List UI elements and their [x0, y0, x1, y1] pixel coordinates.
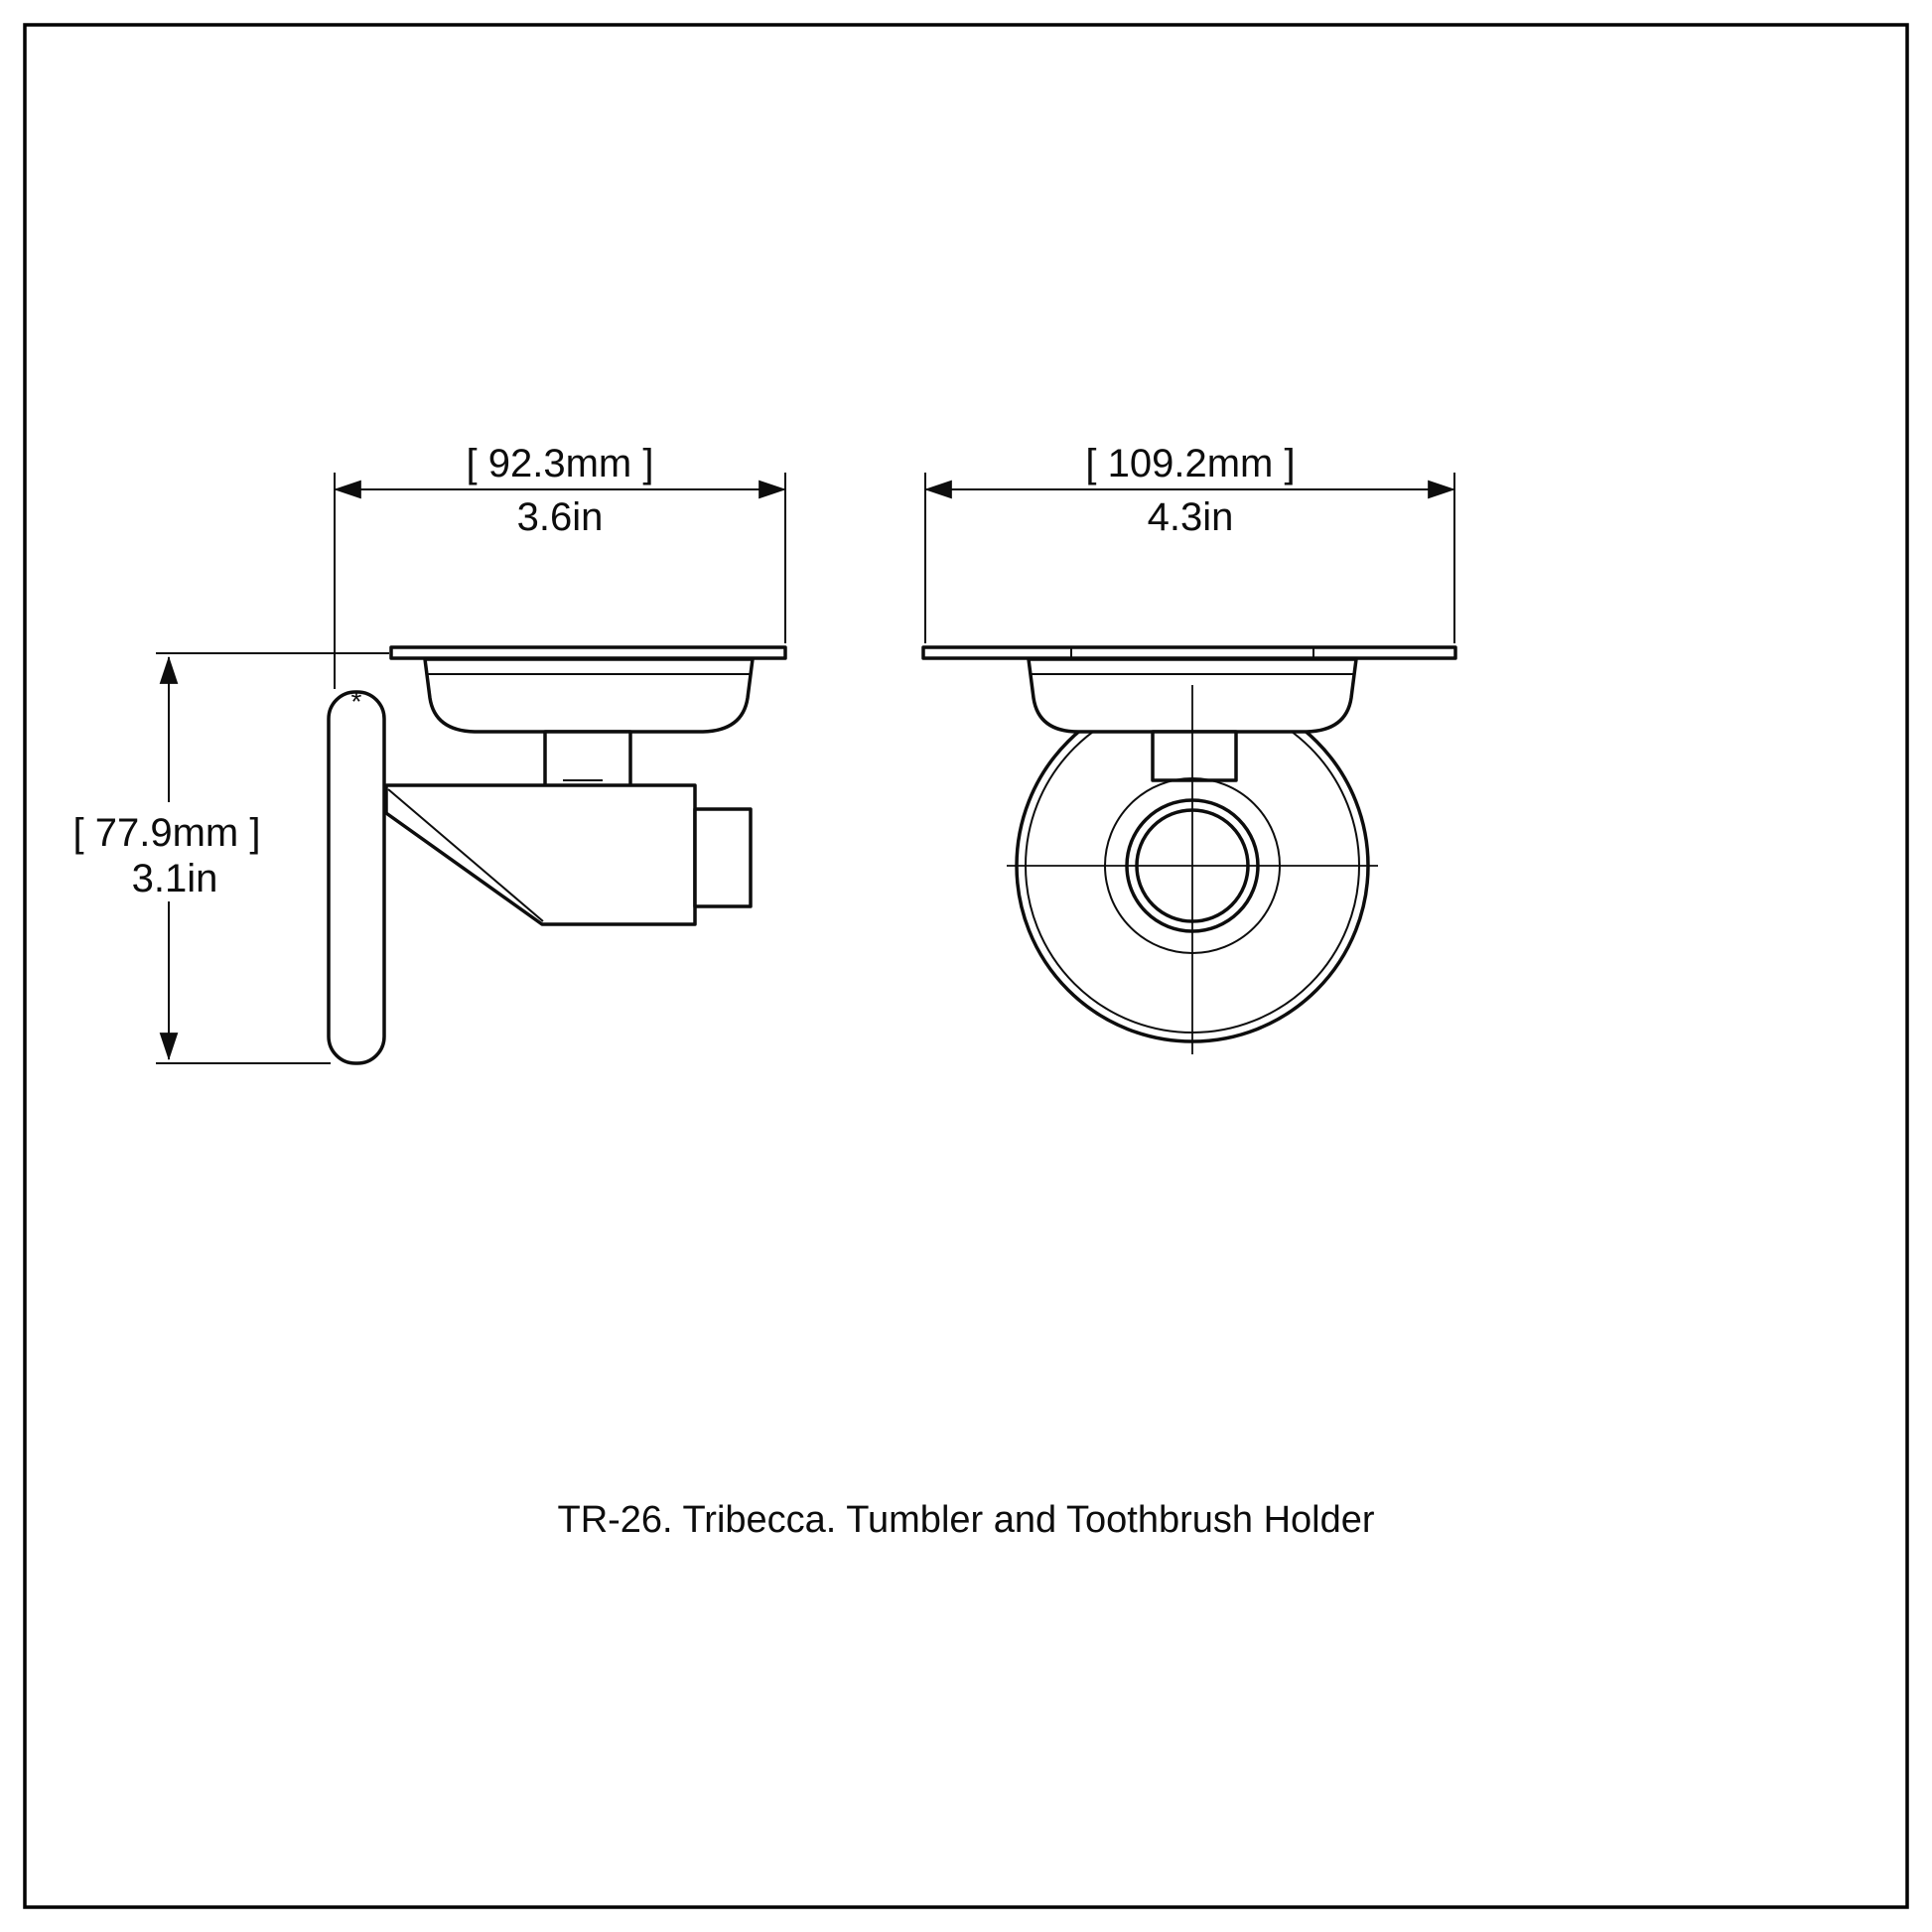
- dimension-label-imperial: 3.6in: [517, 495, 604, 539]
- side-view: * [ 92.3mm ] 3.6in: [73, 442, 787, 1065]
- mount-hole-marker: *: [351, 686, 362, 717]
- dimension-label-imperial: 4.3in: [1148, 495, 1234, 539]
- side-top-plate: [389, 645, 787, 660]
- side-wall-plate: [327, 690, 386, 1065]
- side-bracket-end-cap: [693, 807, 753, 908]
- front-top-plate: [921, 645, 1457, 660]
- side-height-dimension: [ 77.9mm ] 3.1in: [73, 652, 389, 1064]
- drawing-caption: TR-26. Tribecca. Tumbler and Toothbrush …: [557, 1499, 1374, 1541]
- side-bracket-edge-line: [387, 788, 544, 922]
- dimension-label-metric: [ 109.2mm ]: [1085, 442, 1295, 485]
- side-dish: [423, 657, 755, 734]
- side-stem: [543, 730, 632, 788]
- front-view: [ 109.2mm ] 4.3in: [921, 442, 1457, 1054]
- dimension-label-metric: [ 77.9mm ]: [73, 811, 261, 855]
- dimension-label-metric: [ 92.3mm ]: [467, 442, 654, 485]
- front-width-dimension: [ 109.2mm ] 4.3in: [923, 442, 1456, 643]
- sheet-border: [23, 23, 1909, 1909]
- front-stem: [1151, 730, 1238, 782]
- side-width-dimension: [ 92.3mm ] 3.6in: [333, 442, 787, 689]
- dimension-label-imperial: 3.1in: [132, 857, 218, 900]
- side-bracket: [384, 783, 697, 926]
